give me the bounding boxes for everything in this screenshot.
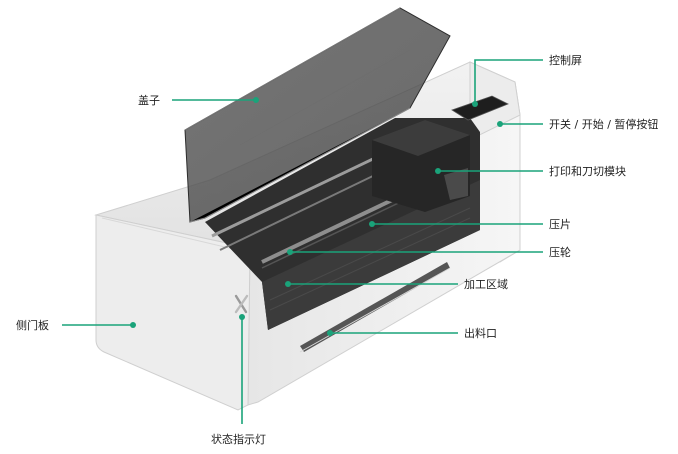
label-press-plate: 压片: [549, 218, 571, 231]
callout-status-light: 状态指示灯: [211, 314, 266, 446]
callout-side-panel: 侧门板: [16, 318, 136, 332]
print-cut-module-shape: [372, 120, 470, 212]
label-print-cut-module: 打印和刀切模块: [549, 164, 626, 178]
callout-power-button: 开关 / 开始 / 暂停按钮: [497, 117, 658, 131]
label-side-panel: 侧门板: [16, 318, 49, 332]
label-press-wheel: 压轮: [549, 245, 571, 259]
control-screen-shape: [451, 95, 509, 121]
label-status-light: 状态指示灯: [211, 432, 266, 446]
callout-press-wheel: 压轮: [287, 245, 571, 259]
label-control-screen: 控制屏: [549, 53, 582, 67]
label-power-button: 开关 / 开始 / 暂停按钮: [549, 117, 658, 131]
label-lid: 盖子: [138, 93, 160, 107]
callout-press-plate: 压片: [369, 218, 571, 231]
label-outlet: 出料口: [464, 326, 497, 340]
callout-lid: 盖子: [138, 93, 259, 107]
lid-shape: [184, 7, 451, 223]
callout-control-screen: 控制屏: [472, 53, 582, 107]
callout-outlet: 出料口: [327, 326, 497, 340]
callout-work-area: 加工区域: [285, 278, 508, 291]
status-light-icon: [234, 294, 249, 314]
callout-print-cut-module: 打印和刀切模块: [435, 164, 626, 178]
label-work-area: 加工区域: [464, 278, 508, 291]
